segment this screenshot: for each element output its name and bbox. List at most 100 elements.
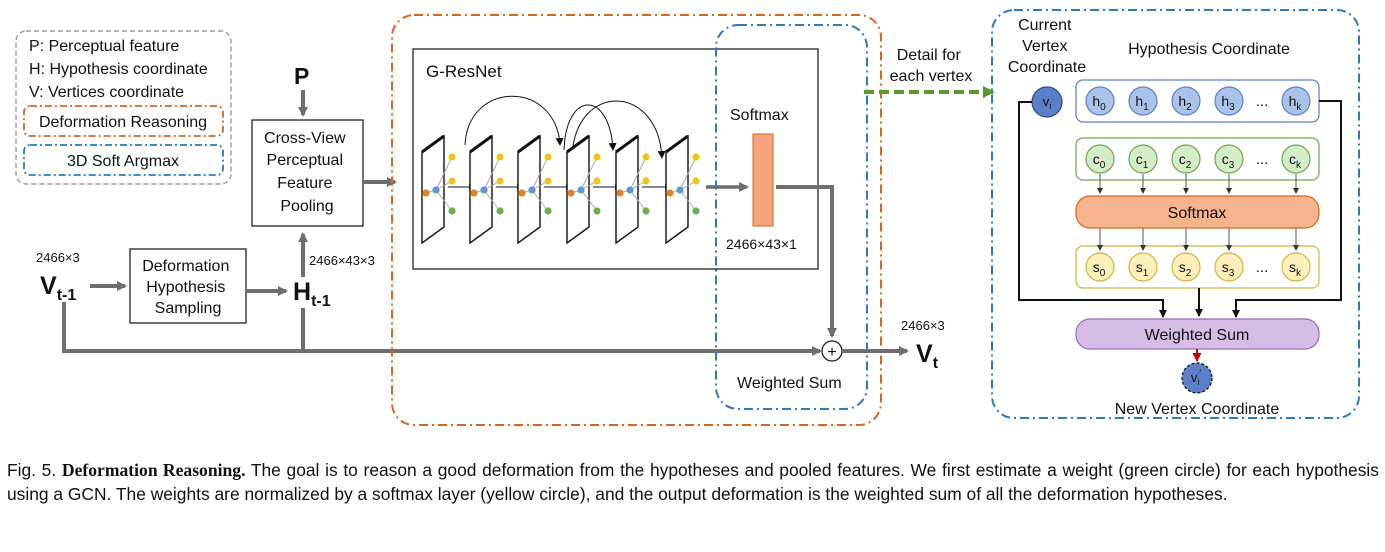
graph-node xyxy=(642,177,650,185)
legend-deformation-label: Deformation Reasoning xyxy=(39,114,207,131)
legend-vertices: V: Vertices coordinate xyxy=(29,84,184,101)
caption-text: The goal is to reason a good deformation… xyxy=(7,460,1379,504)
graph-node xyxy=(544,153,552,161)
hypothesis-node xyxy=(1171,86,1201,116)
gresnet-skip-arc-3 xyxy=(571,100,666,159)
score-node-label: s0 xyxy=(1093,259,1106,279)
score-node xyxy=(1128,252,1158,282)
graph-node xyxy=(593,207,601,215)
graph-node xyxy=(496,177,504,185)
graph-node xyxy=(642,207,650,215)
weight-node-label: c0 xyxy=(1093,151,1106,171)
current-vertex-node-label: vi xyxy=(1043,94,1052,111)
softmax-row-label: Softmax xyxy=(1168,205,1227,222)
weighted-sum-plus: + xyxy=(827,344,836,361)
pooling-label: Cross-View Perceptual Feature Pooling xyxy=(264,130,350,215)
v-skip-connection xyxy=(62,302,822,356)
softmax-row xyxy=(1075,195,1320,229)
score-node xyxy=(1085,252,1115,282)
detail-weighted-sum-label: Weighted Sum xyxy=(1145,327,1250,344)
hypothesis-node xyxy=(1085,86,1115,116)
deformation-reasoning-diagram: P: Perceptual feature H: Hypothesis coor… xyxy=(15,9,1360,426)
hypothesis-node-label: h0 xyxy=(1092,93,1106,113)
softmax-to-sum-arrow xyxy=(776,185,837,338)
gresnet-layer xyxy=(566,134,601,245)
graph-node xyxy=(593,153,601,161)
legend-box xyxy=(15,30,232,185)
detail-link-label: Detail for each vertex xyxy=(890,47,973,85)
h-dimension: 2466×43×3 xyxy=(309,253,375,268)
v-input-subscript: t-1 xyxy=(57,287,77,304)
new-vertex-node-label: vi′ xyxy=(1191,368,1202,387)
weight-node xyxy=(1128,144,1158,174)
score-node xyxy=(1171,252,1201,282)
caption-title: Deformation Reasoning. xyxy=(61,460,246,480)
hypothesis-node-label: h2 xyxy=(1178,93,1192,113)
hypothesis-node xyxy=(1281,86,1311,116)
output-subscript: t xyxy=(933,355,939,372)
gresnet-layer xyxy=(469,134,504,245)
weight-node-label: c3 xyxy=(1222,151,1235,171)
score-node-label: sk xyxy=(1289,259,1302,279)
graph-node xyxy=(626,186,634,194)
weight-node xyxy=(1214,144,1244,174)
weight-node-label: c2 xyxy=(1179,151,1192,171)
weight-node xyxy=(1281,144,1311,174)
score-node xyxy=(1214,252,1244,282)
gresnet-layer xyxy=(421,134,456,245)
graph-node xyxy=(496,207,504,215)
deformation-reasoning-region xyxy=(391,14,882,426)
graph-node xyxy=(692,207,700,215)
score-node-label: s1 xyxy=(1136,259,1149,279)
graph-node xyxy=(448,207,456,215)
h-label: Ht-1 xyxy=(293,278,331,310)
weight-node-label: ck xyxy=(1289,151,1302,171)
new-vertex-label: New Vertex Coordinate xyxy=(1115,401,1280,418)
graph-node xyxy=(496,153,504,161)
graph-node xyxy=(567,189,575,197)
graph-node xyxy=(544,177,552,185)
softmax-label: Softmax xyxy=(730,107,789,124)
sampling-label: Deformation Hypothesis Sampling xyxy=(142,258,234,317)
graph-node xyxy=(577,186,585,194)
graph-node xyxy=(642,153,650,161)
graph-node xyxy=(448,177,456,185)
hypothesis-node xyxy=(1214,86,1244,116)
current-vertex-label: Current Vertex Coordinate xyxy=(1008,17,1086,76)
hypothesis-title: Hypothesis Coordinate xyxy=(1128,41,1290,58)
soft-argmax-region xyxy=(715,24,868,410)
pooling-box xyxy=(251,119,364,227)
graph-node xyxy=(692,153,700,161)
gresnet-label: G-ResNet xyxy=(426,62,502,81)
gresnet-layer xyxy=(665,134,700,245)
hypothesis-node-label: h1 xyxy=(1135,93,1149,113)
gresnet-skip-arc-1 xyxy=(464,95,564,146)
v-input-label: Vt-1 xyxy=(40,272,76,304)
graph-node xyxy=(432,186,440,194)
graph-node xyxy=(518,189,526,197)
score-node-label: s3 xyxy=(1222,259,1235,279)
v-input-dimension: 2466×3 xyxy=(36,250,80,265)
p-label: P xyxy=(294,63,309,89)
graph-node xyxy=(528,186,536,194)
graph-node xyxy=(544,207,552,215)
gresnet-layers xyxy=(421,134,700,245)
hypothesis-to-wsum-connector xyxy=(1232,100,1342,318)
weight-node xyxy=(1171,144,1201,174)
hypothesis-node-label: hk xyxy=(1289,93,1303,113)
score-node-label: s2 xyxy=(1179,259,1192,279)
gresnet-layer xyxy=(615,134,650,245)
ellipsis: ... xyxy=(1256,259,1269,276)
softmax-dimension: 2466×43×1 xyxy=(726,236,797,252)
ellipsis: ... xyxy=(1256,151,1269,168)
legend: P: Perceptual feature H: Hypothesis coor… xyxy=(15,30,232,185)
weighted-sum-label: Weighted Sum xyxy=(737,375,842,392)
softmax-bar xyxy=(752,133,774,227)
graph-node xyxy=(422,189,430,197)
output-label: Vt xyxy=(916,340,939,372)
caption-prefix: Fig. 5. xyxy=(7,460,57,480)
legend-deformation-swatch xyxy=(23,105,224,137)
graph-node xyxy=(676,186,684,194)
legend-argmax-label: 3D Soft Argmax xyxy=(67,153,179,170)
